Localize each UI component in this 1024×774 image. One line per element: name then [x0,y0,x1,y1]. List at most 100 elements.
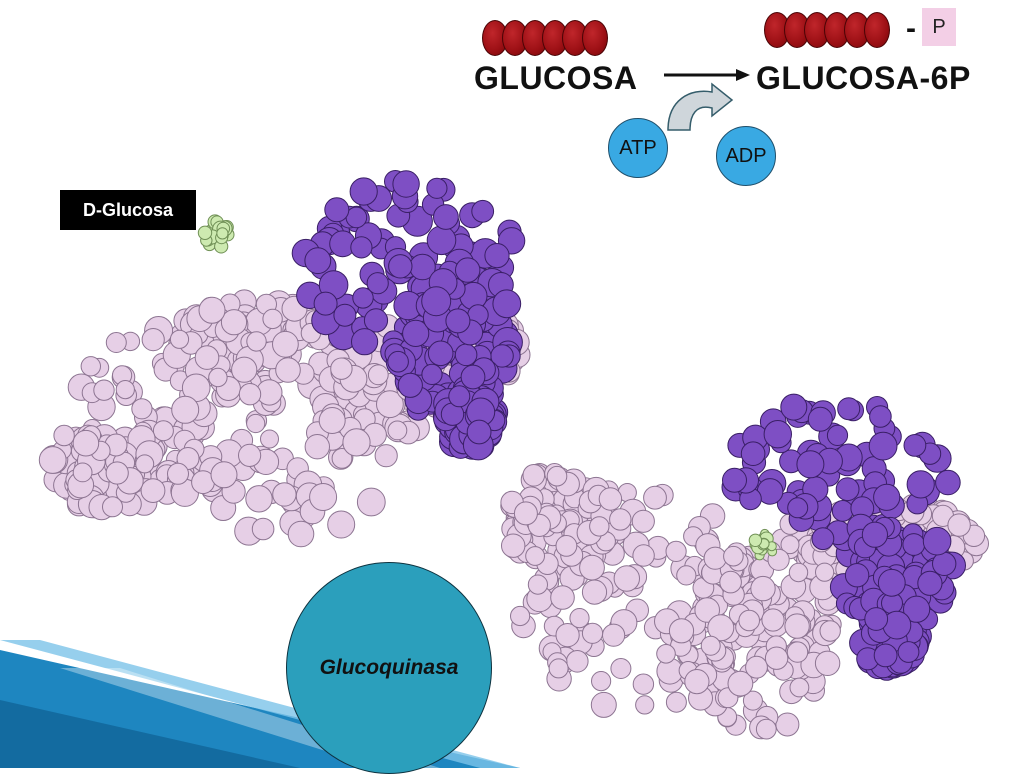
atom-sphere [877,568,906,597]
atom-sphere [169,329,190,349]
atom-sphere [351,328,379,356]
atom-sphere [591,671,612,692]
atom-sphere [466,419,492,445]
atom-sphere [304,247,332,275]
atom-sphere [569,608,590,629]
atom-sphere [784,613,810,639]
atom-sphere [719,570,742,594]
atom-sphere [501,533,526,558]
atom-sphere [727,670,754,697]
atom-sphere [275,357,301,383]
atom-sphere [700,635,721,656]
atom-sphere [167,462,189,485]
atom-sphere [245,485,273,513]
atom-sphere [272,330,299,358]
atom-sphere [643,485,667,510]
atom-sphere [589,516,610,537]
atom-sphere [555,623,580,648]
atom-sphere [421,363,443,385]
atom-sphere [873,643,898,668]
atom-sphere [342,428,371,457]
atom-sphere [789,677,810,698]
atom-sphere [555,535,578,557]
atom-sphere [861,521,889,548]
atom-sphere [287,520,315,548]
atom-sphere [807,406,833,432]
atom-sphere [742,690,763,711]
atom-sphere [356,487,386,517]
atom-sphere [750,575,776,602]
atom-sphere [349,177,378,206]
atom-sphere [775,712,800,737]
atom-sphere [631,509,655,533]
atp-circle: ATP [608,118,668,178]
atom-sphere [352,287,374,309]
atom-sphere [740,441,766,467]
substrate-label: GLUCOSA [474,60,638,96]
atom-sphere [815,562,835,582]
atom-sphere [363,308,389,333]
atom-sphere [602,623,626,647]
reaction-arrow [664,69,750,81]
atom-sphere [427,340,454,367]
atom-sphere [738,609,761,632]
atom-sphere [260,429,279,449]
bead [864,12,890,48]
atom-sphere [220,309,248,336]
atom-sphere [694,597,721,623]
atom-sphere [387,420,408,441]
atom-sphere [707,614,735,642]
atom-sphere [327,510,356,539]
glucoquinasa-circle: Glucoquinasa [286,562,492,774]
atom-sphere [632,544,655,567]
bead [582,20,608,56]
atom-sphere [105,332,127,353]
atom-sphere [216,227,229,240]
atom-sphere [656,644,676,664]
atom-sphere [210,461,238,489]
atom-sphere [433,204,459,230]
atom-sphere [152,420,174,442]
atom-sphere [246,413,266,434]
atom-sphere [527,574,549,595]
atom-sphere [392,170,420,198]
atom-sphere [755,718,777,740]
atom-sphere [665,691,687,713]
atom-sphere [197,225,213,241]
atom-sphere [448,385,471,408]
phosphate-box: P [922,8,956,46]
atom-sphere [135,454,155,474]
adp-circle: ADP [716,126,776,186]
atom-sphere [932,551,957,576]
atom-sphere [426,177,448,199]
atom-sphere [445,308,471,334]
atom-sphere [484,243,510,269]
atom-sphere [460,364,486,390]
atom-sphere [72,462,93,483]
atom-sphere [38,446,67,474]
glucose-bead-chain [482,20,608,56]
atom-sphere [748,533,763,547]
atom-sphere [869,405,892,428]
phosphate-bond-dash: - [906,12,916,45]
atom-sphere [897,641,920,663]
atom-sphere [764,646,789,670]
atom-sphere [763,420,792,449]
atom-sphere [171,395,200,424]
atom-sphere [367,364,389,386]
atom-sphere [668,618,695,644]
atom-sphere [835,477,860,502]
atom-sphere [788,562,809,583]
atom-sphere [231,356,258,383]
atom-sphere [703,546,727,570]
atom-sphere [426,225,457,256]
atom-sphere [238,383,262,406]
atom-sphere [722,467,747,493]
atom-sphere [837,397,861,421]
atom-sphere [246,331,267,352]
atom-sphere [387,350,409,373]
atom-sphere [525,546,545,566]
protein-closed-light-domain [500,463,990,740]
bound-glucose-molecule [748,528,778,561]
